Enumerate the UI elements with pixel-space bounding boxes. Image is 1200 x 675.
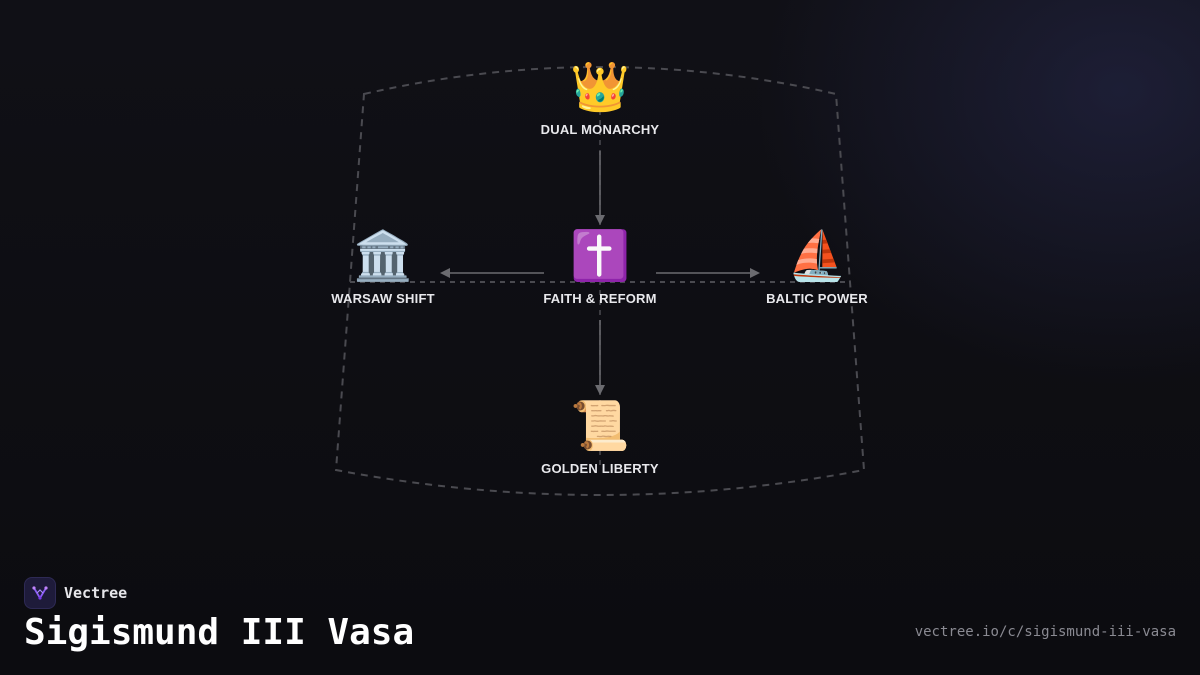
- node-dual-monarchy[interactable]: 👑 DUAL MONARCHY: [500, 60, 700, 137]
- dashed-boundary: [334, 66, 866, 496]
- brand[interactable]: Vectree: [24, 577, 127, 609]
- node-label: BALTIC POWER: [766, 291, 868, 306]
- node-label: FAITH & REFORM: [543, 291, 657, 306]
- page-url[interactable]: vectree.io/c/sigismund-iii-vasa: [914, 624, 1176, 640]
- sailboat-icon: ⛵: [787, 230, 847, 283]
- vectree-logo-icon: [24, 577, 56, 609]
- page-title: Sigismund III Vasa: [24, 612, 415, 653]
- scroll-icon: 📜: [570, 400, 630, 453]
- node-label: GOLDEN LIBERTY: [541, 461, 659, 476]
- node-baltic-power[interactable]: ⛵ BALTIC POWER: [717, 229, 917, 306]
- node-warsaw-shift[interactable]: 🏛️ WARSAW SHIFT: [283, 229, 483, 306]
- crown-icon: 👑: [570, 61, 630, 114]
- latin-cross-icon: ✝️: [570, 230, 630, 283]
- node-label: WARSAW SHIFT: [331, 291, 435, 306]
- node-golden-liberty[interactable]: 📜 GOLDEN LIBERTY: [500, 399, 700, 476]
- node-label: DUAL MONARCHY: [540, 122, 660, 137]
- node-faith-and-reform[interactable]: ✝️ FAITH & REFORM: [500, 229, 700, 306]
- brand-name: Vectree: [64, 584, 128, 602]
- classical-building-icon: 🏛️: [353, 230, 413, 283]
